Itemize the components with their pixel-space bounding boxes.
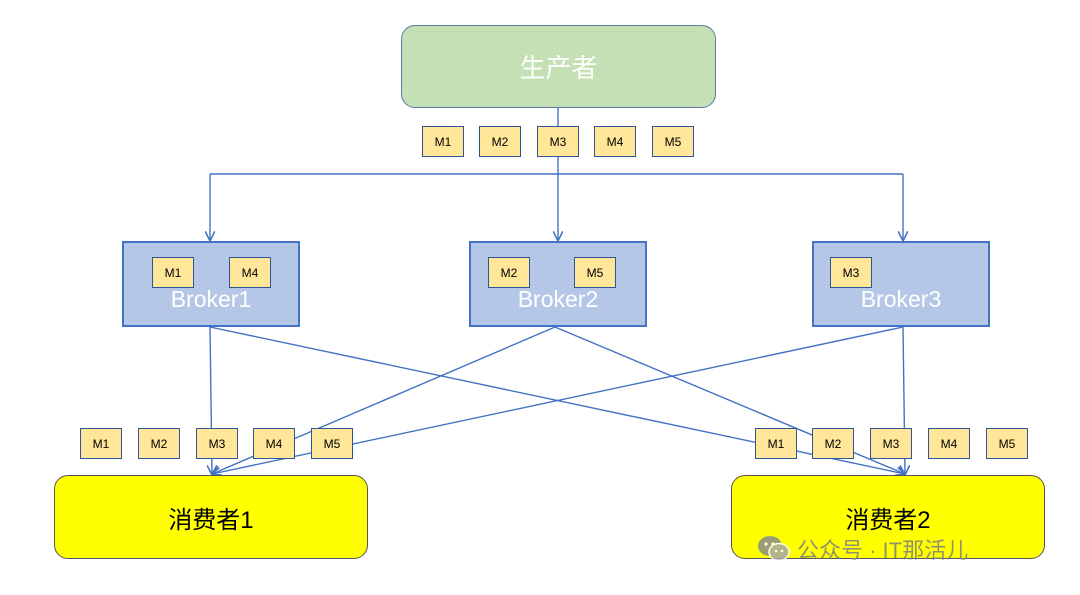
consumer2-message-m4: M4	[928, 428, 970, 459]
broker2-message-m5: M5	[574, 257, 616, 288]
consumer2-message-m5: M5	[986, 428, 1028, 459]
broker3-label: Broker3	[860, 286, 942, 312]
consumer2-label: 消费者2	[845, 506, 931, 534]
wechat-icon	[758, 536, 790, 562]
watermark-text: 公众号 · IT那活儿	[797, 538, 969, 563]
producer-message-m5: M5	[652, 126, 694, 157]
consumer1-message-m1: M1	[80, 428, 122, 459]
producer-message-m4: M4	[594, 126, 636, 157]
consumer1-label: 消费者1	[168, 506, 254, 534]
broker2-message-m2: M2	[488, 257, 530, 288]
producer-label: 生产者	[519, 53, 598, 83]
broker1-label: Broker1	[170, 286, 252, 312]
broker2-label: Broker2	[517, 286, 599, 312]
consumer2-message-m1: M1	[755, 428, 797, 459]
consumer2-message-m3: M3	[870, 428, 912, 459]
consumer1-message-m4: M4	[253, 428, 295, 459]
consumer1-node: 消费者1	[54, 475, 368, 559]
consumer1-message-m5: M5	[311, 428, 353, 459]
producer-message-m2: M2	[479, 126, 521, 157]
producer-node: 生产者	[401, 25, 716, 108]
consumer1-message-m3: M3	[196, 428, 238, 459]
producer-message-m3: M3	[537, 126, 579, 157]
broker1-message-m1: M1	[152, 257, 194, 288]
producer-message-m1: M1	[422, 126, 464, 157]
broker2-node: Broker2	[469, 241, 647, 327]
broker1-message-m4: M4	[229, 257, 271, 288]
broker3-message-m3: M3	[830, 257, 872, 288]
watermark: 公众号 · IT那活儿	[757, 533, 968, 565]
consumer2-message-m2: M2	[812, 428, 854, 459]
consumer1-message-m2: M2	[138, 428, 180, 459]
broker1-node: Broker1	[122, 241, 300, 327]
